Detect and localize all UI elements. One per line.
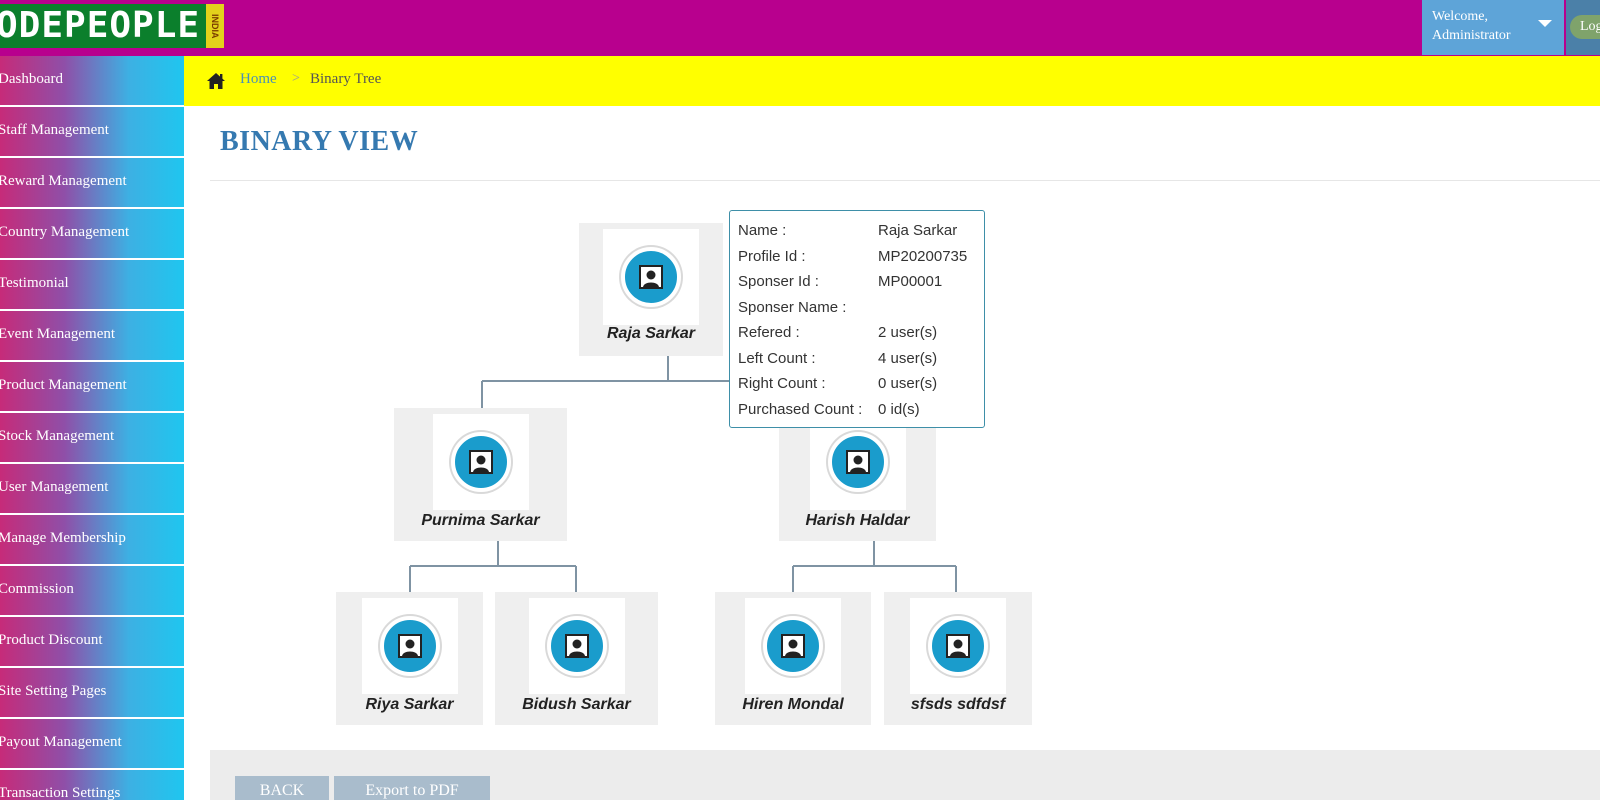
user-avatar-icon bbox=[450, 432, 511, 492]
tooltip-value: 2 user(s) bbox=[878, 324, 938, 341]
logo-text: ODEPEOPLE bbox=[0, 4, 207, 48]
logout-button[interactable]: Log bbox=[1570, 15, 1600, 39]
tree-node-left-right[interactable]: Bidush Sarkar bbox=[495, 592, 658, 725]
title-divider bbox=[210, 180, 1600, 181]
tree-node-right[interactable]: Harish Haldar bbox=[779, 408, 936, 541]
page-title: BINARY VIEW bbox=[220, 126, 419, 157]
sidebar-item-testimonial[interactable]: Testimonial bbox=[0, 260, 184, 309]
home-icon[interactable] bbox=[206, 72, 226, 90]
sidebar-item-product-discount[interactable]: Product Discount bbox=[0, 617, 184, 666]
tree-node-left-left[interactable]: Riya Sarkar bbox=[336, 592, 483, 725]
breadcrumb: Home > Binary Tree bbox=[184, 56, 1600, 106]
user-avatar-icon bbox=[763, 616, 823, 676]
sidebar-item-product-management[interactable]: Product Management bbox=[0, 362, 184, 411]
user-name: Administrator bbox=[1432, 28, 1511, 43]
node-card bbox=[603, 229, 699, 325]
tooltip-label: Profile Id : bbox=[738, 247, 806, 265]
breadcrumb-current: Binary Tree bbox=[310, 71, 382, 87]
node-name: Hiren Mondal bbox=[742, 696, 844, 713]
tooltip-row-sponser-id: Sponser Id : MP00001 bbox=[738, 269, 984, 295]
tooltip-label: Right Count : bbox=[738, 375, 826, 392]
logout-area: Log bbox=[1566, 0, 1600, 55]
top-header-bar: ODEPEOPLE INDIA Welcome, Administrator L… bbox=[0, 0, 1600, 56]
node-card bbox=[432, 414, 529, 510]
sidebar-item-site-setting-pages[interactable]: Site Setting Pages bbox=[0, 668, 184, 717]
node-card bbox=[528, 598, 625, 694]
node-card bbox=[910, 598, 1006, 694]
node-name: Riya Sarkar bbox=[365, 696, 454, 713]
tooltip-row-name: Name : Raja Sarkar bbox=[738, 218, 984, 244]
sidebar-item-user-management[interactable]: User Management bbox=[0, 464, 184, 513]
tree-node-left[interactable]: Purnima Sarkar bbox=[394, 408, 567, 541]
sidebar: Dashboard Staff Management Reward Manage… bbox=[0, 56, 184, 800]
tooltip-row-right-count: Right Count : 0 user(s) bbox=[738, 371, 984, 397]
node-name: Harish Haldar bbox=[805, 512, 910, 529]
node-card bbox=[745, 598, 841, 694]
sidebar-item-payout-management[interactable]: Payout Management bbox=[0, 719, 184, 768]
tooltip-label: Sponser Name : bbox=[738, 298, 847, 316]
brand-logo[interactable]: ODEPEOPLE INDIA bbox=[0, 4, 225, 48]
node-card bbox=[809, 414, 906, 510]
tooltip-value: 0 id(s) bbox=[878, 400, 920, 418]
tooltip-value: 0 user(s) bbox=[878, 375, 938, 392]
tooltip-value: MP20200735 bbox=[878, 247, 968, 265]
tooltip-value: Raja Sarkar bbox=[878, 222, 958, 239]
sidebar-item-commission[interactable]: Commission bbox=[0, 566, 184, 615]
back-button[interactable]: BACK bbox=[235, 776, 329, 800]
connector-right bbox=[792, 541, 957, 592]
welcome-text: Welcome, bbox=[1432, 9, 1489, 24]
node-name: Raja Sarkar bbox=[606, 325, 696, 342]
sidebar-item-reward-management[interactable]: Reward Management bbox=[0, 158, 184, 207]
sidebar-item-dashboard[interactable]: Dashboard bbox=[0, 56, 184, 105]
user-avatar-icon bbox=[621, 247, 681, 307]
tooltip-row-left-count: Left Count : 4 user(s) bbox=[738, 346, 984, 372]
logo-tag: INDIA bbox=[206, 4, 225, 48]
tree-node-right-left[interactable]: Hiren Mondal bbox=[715, 592, 871, 725]
node-name: Purnima Sarkar bbox=[421, 512, 540, 529]
sidebar-item-country-management[interactable]: Country Management bbox=[0, 209, 184, 258]
tooltip-label: Purchased Count : bbox=[738, 400, 863, 418]
caret-down-icon[interactable] bbox=[1538, 20, 1552, 27]
user-avatar-icon bbox=[928, 616, 988, 676]
node-name: Bidush Sarkar bbox=[522, 696, 631, 713]
user-avatar-icon bbox=[827, 432, 888, 492]
sidebar-item-stock-management[interactable]: Stock Management bbox=[0, 413, 184, 462]
sidebar-item-manage-membership[interactable]: Manage Membership bbox=[0, 515, 184, 564]
user-avatar-icon bbox=[546, 616, 607, 676]
breadcrumb-home-link[interactable]: Home bbox=[240, 71, 277, 87]
export-pdf-button[interactable]: Export to PDF bbox=[334, 776, 490, 800]
node-name: sfsds sdfdsf bbox=[910, 696, 1006, 713]
tooltip-row-refered: Refered : 2 user(s) bbox=[738, 320, 984, 346]
tree-node-root[interactable]: Raja Sarkar bbox=[579, 223, 723, 356]
sidebar-item-staff-management[interactable]: Staff Management bbox=[0, 107, 184, 156]
sidebar-item-transaction-settings[interactable]: Transaction Settings bbox=[0, 770, 184, 800]
connector-left bbox=[409, 541, 577, 592]
tooltip-label: Left Count : bbox=[738, 349, 816, 367]
breadcrumb-separator: > bbox=[292, 71, 300, 86]
tooltip-value bbox=[878, 295, 984, 321]
node-card bbox=[361, 598, 458, 694]
tooltip-row-sponser-name: Sponser Name : bbox=[738, 295, 984, 321]
tooltip-value: 4 user(s) bbox=[878, 349, 938, 367]
sidebar-item-event-management[interactable]: Event Management bbox=[0, 311, 184, 360]
user-menu[interactable]: Welcome, Administrator bbox=[1422, 0, 1564, 55]
tree-node-right-right[interactable]: sfsds sdfdsf bbox=[884, 592, 1032, 725]
tooltip-label: Sponser Id : bbox=[738, 273, 819, 290]
tooltip-row-purchased-count: Purchased Count : 0 id(s) bbox=[738, 397, 984, 423]
user-avatar-icon bbox=[379, 616, 440, 676]
tooltip-label: Name : bbox=[738, 222, 787, 239]
member-details-tooltip: Name : Raja Sarkar Profile Id : MP202007… bbox=[729, 210, 985, 428]
tooltip-label: Refered : bbox=[738, 324, 800, 341]
tooltip-row-profile-id: Profile Id : MP20200735 bbox=[738, 244, 984, 270]
tooltip-value: MP00001 bbox=[878, 273, 943, 290]
